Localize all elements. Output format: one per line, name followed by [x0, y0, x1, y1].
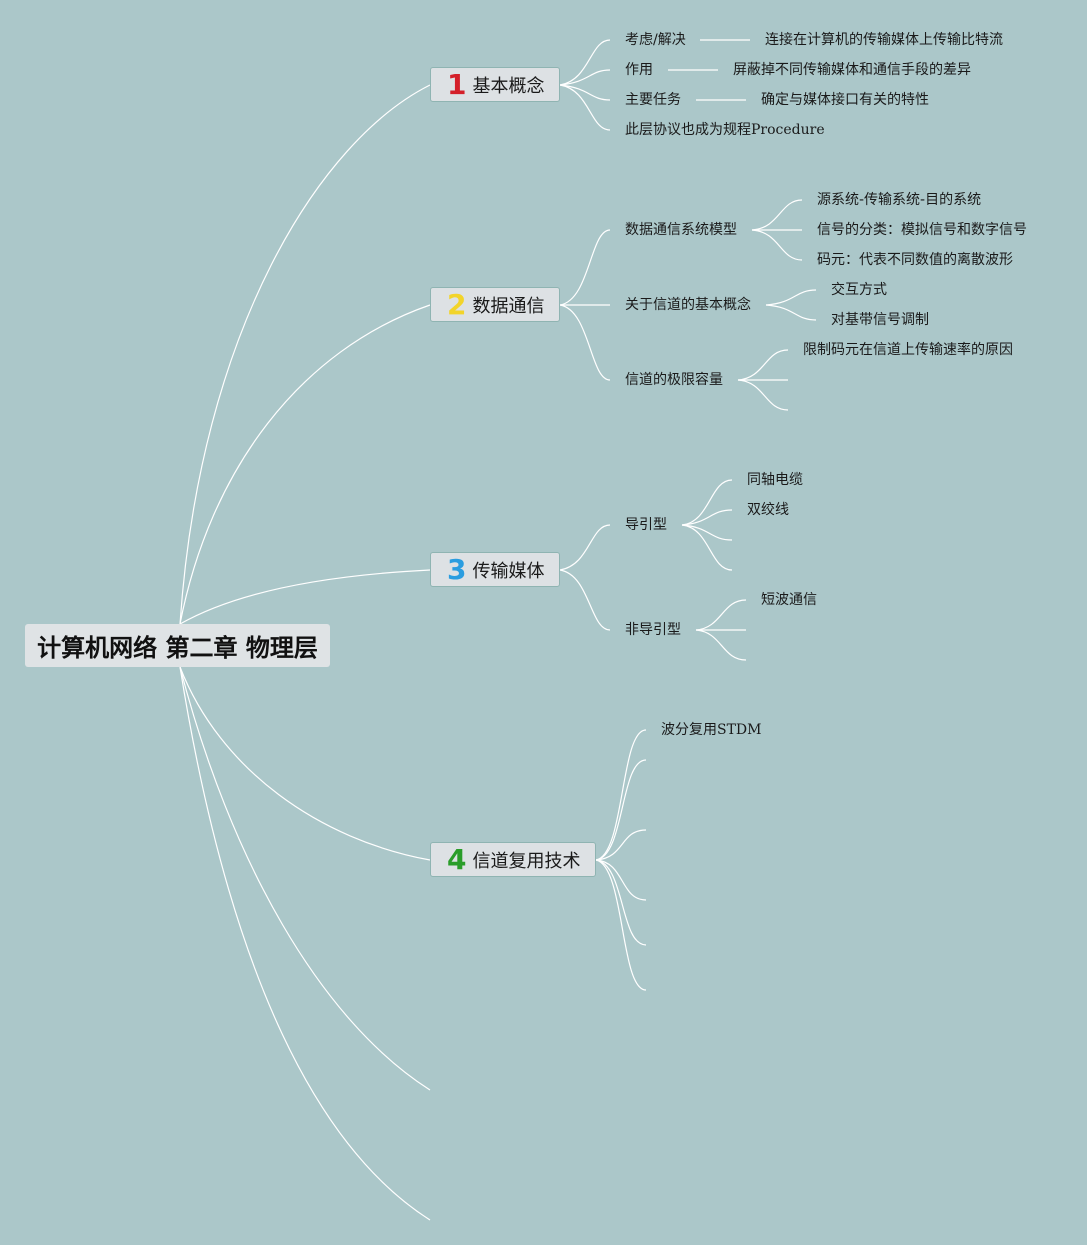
subtopic-channel-concepts[interactable]: 关于信道的基本概念 — [625, 297, 751, 313]
topic-label: 传输媒体 — [472, 560, 545, 582]
topic-number-2: 2 — [447, 287, 467, 321]
detail-role[interactable]: 屏蔽掉不同传输媒体和通信手段的差异 — [733, 62, 971, 78]
root-topic[interactable]: 计算机网络 第二章 物理层 — [25, 624, 330, 667]
item-coaxial-cable[interactable]: 同轴电缆 — [747, 472, 803, 488]
subtopic-guided[interactable]: 导引型 — [625, 517, 667, 533]
topic-multiplexing[interactable]: 4 信道复用技术 — [430, 842, 596, 877]
topic-data-communication[interactable]: 2 数据通信 — [430, 287, 560, 322]
item-baseband-modulation[interactable]: 对基带信号调制 — [831, 312, 929, 328]
detail-consider[interactable]: 连接在计算机的传输媒体上传输比特流 — [765, 32, 1003, 48]
topic-label: 数据通信 — [472, 295, 545, 317]
subtopic-wdm[interactable]: 波分复用STDM — [661, 722, 762, 738]
topic-transmission-media[interactable]: 3 传输媒体 — [430, 552, 560, 587]
subtopic-unguided[interactable]: 非导引型 — [625, 622, 681, 638]
root-title: 计算机网络 第二章 物理层 — [37, 634, 318, 662]
subtopic-channel-capacity[interactable]: 信道的极限容量 — [625, 372, 723, 388]
item-twisted-pair[interactable]: 双绞线 — [747, 502, 789, 518]
topic-label: 基本概念 — [472, 75, 545, 97]
item-interaction-mode[interactable]: 交互方式 — [831, 282, 887, 298]
item-shortwave[interactable]: 短波通信 — [761, 592, 817, 608]
subtopic-main-task[interactable]: 主要任务 — [625, 92, 681, 108]
item-signal-types[interactable]: 信号的分类：模拟信号和数字信号 — [817, 222, 1027, 238]
subtopic-procedure[interactable]: 此层协议也成为规程Procedure — [625, 122, 825, 138]
topic-number-4: 4 — [447, 842, 467, 876]
topic-number-1: 1 — [447, 67, 467, 101]
detail-main-task[interactable]: 确定与媒体接口有关的特性 — [761, 92, 929, 108]
topic-basic-concepts[interactable]: 1 基本概念 — [430, 67, 560, 102]
item-rate-limit-reason[interactable]: 限制码元在信道上传输速率的原因 — [803, 342, 1013, 358]
subtopic-system-model[interactable]: 数据通信系统模型 — [625, 222, 737, 238]
topic-number-3: 3 — [447, 552, 467, 586]
topic-label: 信道复用技术 — [472, 850, 581, 872]
item-source-dest[interactable]: 源系统-传输系统-目的系统 — [817, 192, 982, 208]
subtopic-consider[interactable]: 考虑/解决 — [625, 32, 686, 48]
subtopic-role[interactable]: 作用 — [625, 62, 653, 78]
item-symbol[interactable]: 码元：代表不同数值的离散波形 — [817, 252, 1013, 268]
